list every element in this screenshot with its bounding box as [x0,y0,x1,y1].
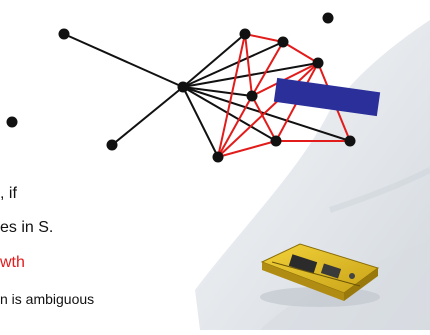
graph-nodes [6,12,356,163]
black-edge [182,41,284,88]
graph-node [177,81,189,93]
blue-rectangle [273,77,381,117]
graph-node [312,57,324,69]
red-edge [217,95,253,158]
red-edge [217,140,277,158]
graph-node [344,135,356,147]
graph-node [246,90,258,102]
black-edge [182,86,277,142]
black-edge [182,86,351,142]
black-edge [111,86,184,146]
red-edge [217,33,246,158]
red-edge [282,41,319,64]
black-edge [182,86,253,97]
text-line-4: n is ambiguous [0,291,95,307]
graph-node [277,36,289,48]
red-edge [244,33,284,43]
red-edge [217,62,319,158]
black-edges [63,33,351,158]
graph-node [322,12,334,24]
graph-node [58,28,70,40]
red-edge [251,95,277,142]
red-edge [251,41,284,97]
sensor-device [260,243,380,307]
text-line-2: es in S. [0,219,54,236]
text-line-1: , if [0,185,17,202]
graph-node [106,139,118,151]
graph-node [6,116,18,128]
black-edge [182,86,219,158]
black-edge [63,33,184,88]
graph-node [239,28,251,40]
red-edge [244,33,253,97]
graph-node [270,135,282,147]
graph-node [212,151,224,163]
text-line-3: wth [0,254,25,271]
black-edge [182,33,246,88]
